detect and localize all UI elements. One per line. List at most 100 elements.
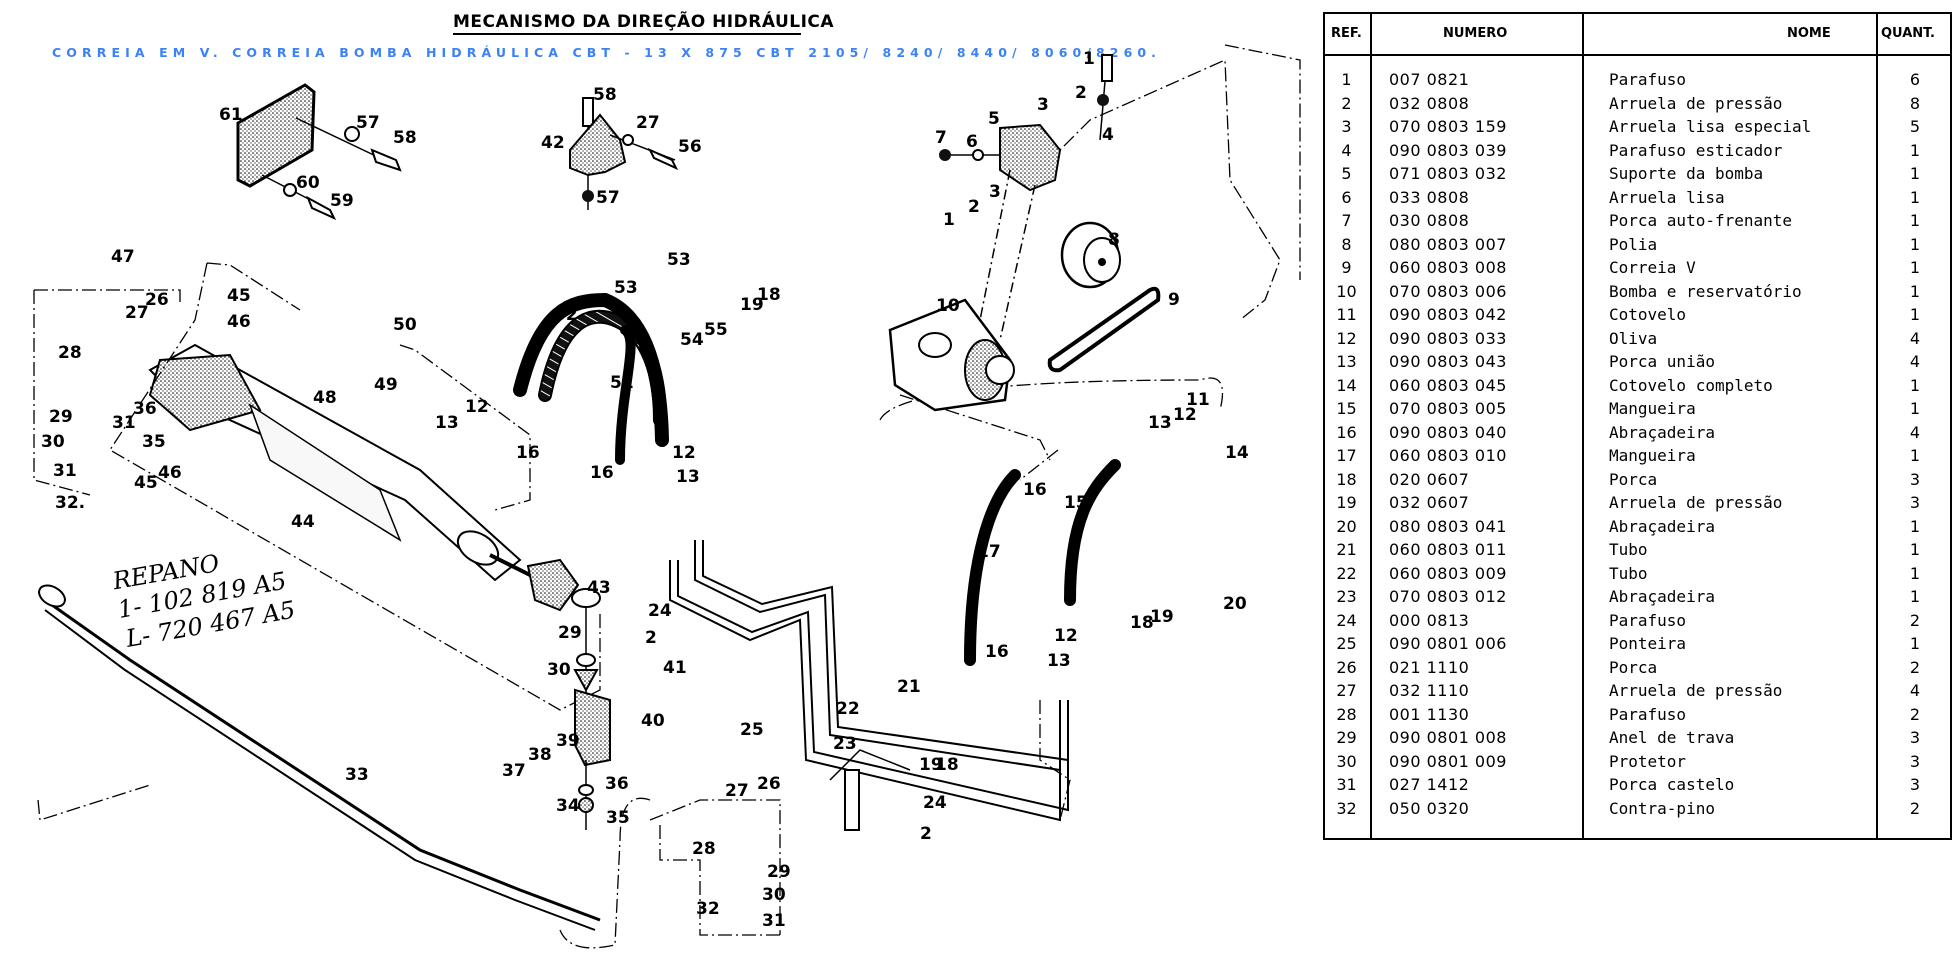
nome-cell: Tubo (1609, 563, 1648, 583)
quant-cell: 1 (1909, 563, 1921, 583)
svg-text:2: 2 (968, 197, 980, 217)
svg-text:25: 25 (740, 720, 764, 740)
svg-text:9: 9 (1168, 290, 1180, 310)
nome-cell: Arruela de pressão (1609, 493, 1783, 512)
svg-text:31: 31 (53, 461, 77, 481)
nome-cell: Ponteira (1609, 634, 1687, 653)
nome-cell: Arruela lisa (1609, 187, 1725, 207)
svg-text:47: 47 (111, 247, 135, 267)
svg-text:58: 58 (393, 128, 417, 148)
nome-cell: Mangueira (1609, 399, 1696, 418)
nome-cell: Oliva (1609, 328, 1658, 348)
quant-cell: 1 (1909, 516, 1921, 536)
ref-cell: 8 (1341, 234, 1352, 254)
svg-text:29: 29 (767, 862, 791, 882)
numero-cell: 060 0803 009 (1389, 563, 1507, 583)
column-divider (1582, 14, 1584, 838)
header-nome: NOME (1787, 26, 1831, 41)
quant-cell: 1 (1909, 399, 1921, 418)
svg-text:34: 34 (556, 796, 580, 816)
quant-cell: 3 (1909, 728, 1921, 747)
svg-text:11: 11 (1186, 390, 1210, 410)
svg-text:13: 13 (1148, 413, 1172, 433)
ref-cell: 28 (1336, 704, 1357, 724)
quant-cell: 1 (1909, 187, 1921, 207)
svg-text:5: 5 (988, 109, 1000, 129)
table-header: REF. NUMERO NOME QUANT. (1325, 14, 1950, 56)
quant-cell: 4 (1909, 422, 1921, 442)
svg-text:32: 32 (696, 899, 720, 919)
svg-text:54: 54 (680, 330, 704, 350)
nome-cell: Parafuso (1609, 610, 1687, 630)
ref-cell: 2 (1341, 93, 1352, 113)
svg-text:27: 27 (125, 303, 149, 323)
ref-cell: 30 (1336, 751, 1357, 771)
svg-text:57: 57 (596, 188, 620, 208)
svg-text:32.: 32. (55, 493, 85, 513)
svg-text:15: 15 (1064, 493, 1088, 513)
quant-cell: 8 (1909, 93, 1921, 113)
quant-cell: 2 (1909, 657, 1921, 677)
svg-text:21: 21 (897, 677, 921, 697)
svg-text:26: 26 (145, 290, 169, 310)
nome-cell: Contra-pino (1609, 798, 1715, 818)
numero-cell: 090 0803 043 (1389, 352, 1507, 371)
quant-cell: 2 (1909, 798, 1921, 818)
numero-cell: 021 1110 (1389, 657, 1470, 677)
bracket-40 (574, 688, 611, 830)
numero-cell: 027 1412 (1389, 775, 1470, 794)
svg-text:50: 50 (393, 315, 417, 335)
numero-cell: 060 0803 045 (1389, 375, 1507, 395)
svg-text:31: 31 (762, 911, 786, 931)
svg-text:28: 28 (692, 839, 716, 859)
svg-text:39: 39 (556, 731, 580, 751)
quant-cell: 1 (1909, 258, 1921, 277)
svg-text:14: 14 (1225, 443, 1249, 463)
nome-cell: Anel de trava (1609, 728, 1735, 747)
svg-text:7: 7 (935, 128, 947, 148)
ref-cell: 29 (1336, 728, 1357, 747)
svg-text:53: 53 (667, 250, 691, 270)
svg-text:16: 16 (590, 463, 614, 483)
svg-text:2: 2 (920, 824, 932, 844)
svg-text:45: 45 (227, 286, 251, 306)
ref-cell: 3 (1341, 117, 1352, 136)
ref-cell: 24 (1336, 610, 1357, 630)
numero-cell: 033 0808 (1389, 187, 1470, 207)
svg-text:31: 31 (112, 413, 136, 433)
svg-text:43: 43 (587, 578, 611, 598)
quant-cell: 1 (1909, 140, 1921, 160)
column-divider (1876, 14, 1878, 838)
grouping-outlines (33, 44, 1301, 949)
nome-cell: Correia V (1609, 258, 1696, 277)
ref-cell: 5 (1341, 164, 1352, 183)
quant-cell: 1 (1909, 587, 1921, 606)
svg-text:60: 60 (296, 173, 320, 193)
quant-cell: 1 (1909, 375, 1921, 395)
nome-cell: Abraçadeira (1609, 422, 1715, 442)
quant-cell: 1 (1909, 540, 1921, 559)
svg-text:1: 1 (1083, 49, 1095, 69)
svg-text:33: 33 (345, 765, 369, 785)
svg-text:24: 24 (648, 601, 672, 621)
numero-cell: 060 0803 008 (1389, 258, 1507, 277)
svg-text:55: 55 (704, 320, 728, 340)
numero-cell: 050 0320 (1389, 798, 1470, 818)
svg-text:58: 58 (593, 85, 617, 105)
numero-cell: 060 0803 011 (1389, 540, 1507, 559)
exploded-diagram: 61 57 58 60 59 58 27 42 56 57 47 26 27 2… (33, 44, 1301, 949)
steering-cylinder (148, 343, 601, 700)
ref-cell: 26 (1336, 657, 1357, 677)
ref-cell: 10 (1336, 281, 1357, 301)
header-quant: QUANT. (1881, 26, 1935, 41)
numero-cell: 070 0803 006 (1389, 281, 1507, 301)
numero-cell: 071 0803 032 (1389, 164, 1507, 183)
svg-text:12: 12 (1054, 626, 1078, 646)
svg-text:28: 28 (58, 343, 82, 363)
svg-text:18: 18 (757, 285, 781, 305)
